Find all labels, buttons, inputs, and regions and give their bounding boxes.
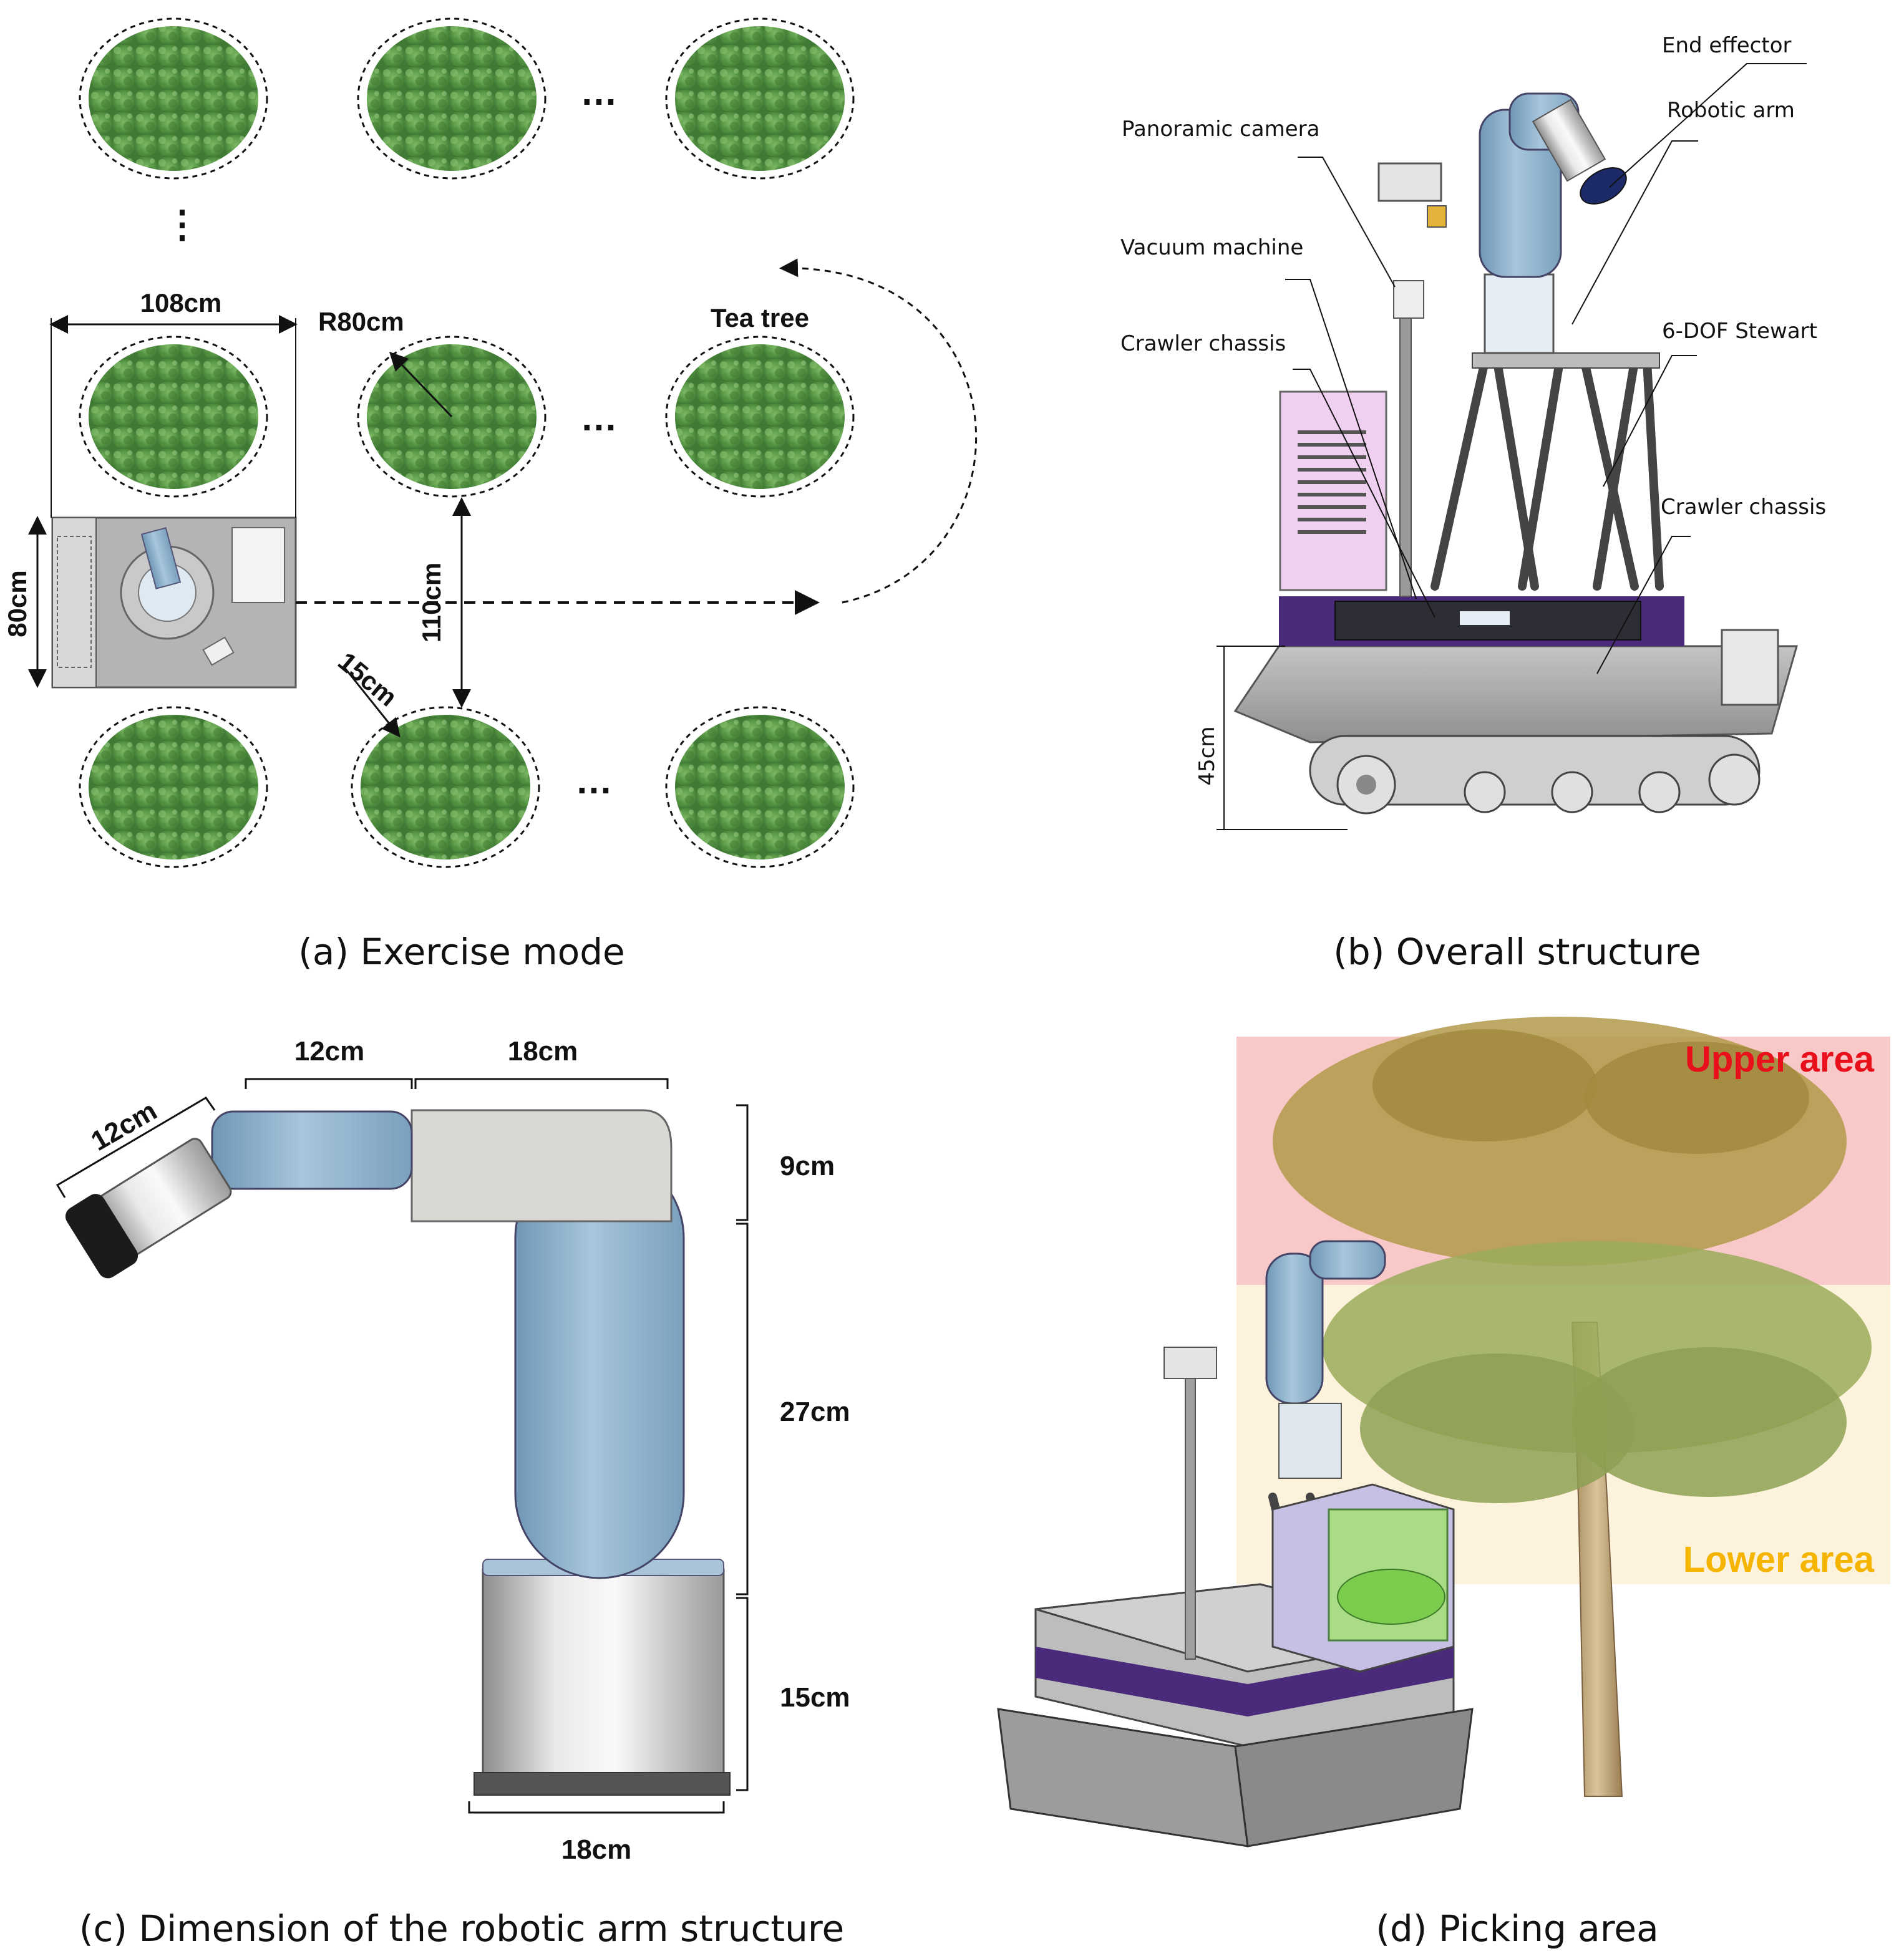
panel-a-caption: (a) Exercise mode [298,931,625,973]
chassis-height-dimension: 45cm [1195,726,1220,785]
label-robotic-arm: Robotic arm [1667,98,1795,123]
tree [1273,1017,1872,1797]
end-effector [65,1138,232,1279]
tea-tree [79,706,268,868]
dim-upper-arm: 12cm [294,1036,365,1067]
clearance-dimension: 15cm [333,646,403,712]
panel-c-caption: (c) Dimension of the robotic arm structu… [79,1907,844,1950]
vacuum-machine [1279,390,1387,591]
label-stewart: 6-DOF Stewart [1662,319,1817,344]
tea-tree [79,336,268,498]
tea-tree [665,336,855,498]
crawler-chassis [1233,629,1798,815]
panel-d-caption: (d) Picking area [1376,1907,1658,1950]
tea-tree [351,706,540,868]
panel-c: 12cm 18cm 12cm 9cm 27cm 15cm 18cm (c) Di… [56,1036,850,1950]
robot-isometric [997,1240,1474,1847]
robot-top-view [51,516,297,689]
row-ellipsis: … [580,397,618,438]
tea-tree [665,17,855,180]
panel-b: End effector Robotic arm Panoramic camer… [1120,33,1826,973]
upper-area-label: Upper area [1685,1039,1875,1080]
arm-base [482,1568,725,1791]
dim-base-height: 15cm [780,1682,850,1713]
row-ellipsis: … [580,71,618,113]
tea-tree [665,706,855,868]
label-crawler-chassis-right: Crawler chassis [1661,495,1826,520]
dim-link-height: 27cm [780,1397,850,1427]
robot-width-dimension: 80cm [2,570,32,637]
panoramic-camera [1377,162,1447,597]
radius-dimension: R80cm [318,307,404,336]
label-vacuum-machine: Vacuum machine [1120,235,1303,260]
panel-d: Upper area Lower area (d) Picking area [997,1017,1890,1950]
label-crawler-chassis-left: Crawler chassis [1120,331,1286,356]
stewart-platform [1430,357,1664,591]
width-dimension: 108cm [140,288,222,317]
lower-area-label: Lower area [1683,1539,1875,1580]
dim-joint-housing: 18cm [508,1036,578,1067]
label-end-effector: End effector [1662,33,1792,58]
dim-housing-height: 9cm [780,1151,835,1181]
label-panoramic-camera: Panoramic camera [1122,117,1319,142]
dim-end-effector: 12cm [86,1095,162,1157]
arm-horizontal-link [211,1110,413,1190]
row-ellipsis: … [575,760,613,801]
tea-tree [357,17,546,180]
tea-tree [79,17,268,180]
tea-tree-label: Tea tree [711,303,809,332]
panel-b-caption: (b) Overall structure [1333,931,1701,973]
column-ellipsis: ⋮ [163,203,201,245]
dim-base-width: 18cm [561,1834,632,1865]
panel-a: … … … ⋮ 108cm R80cm Tea tree 80cm 11 [2,17,978,973]
robotic-arm [1479,92,1627,354]
